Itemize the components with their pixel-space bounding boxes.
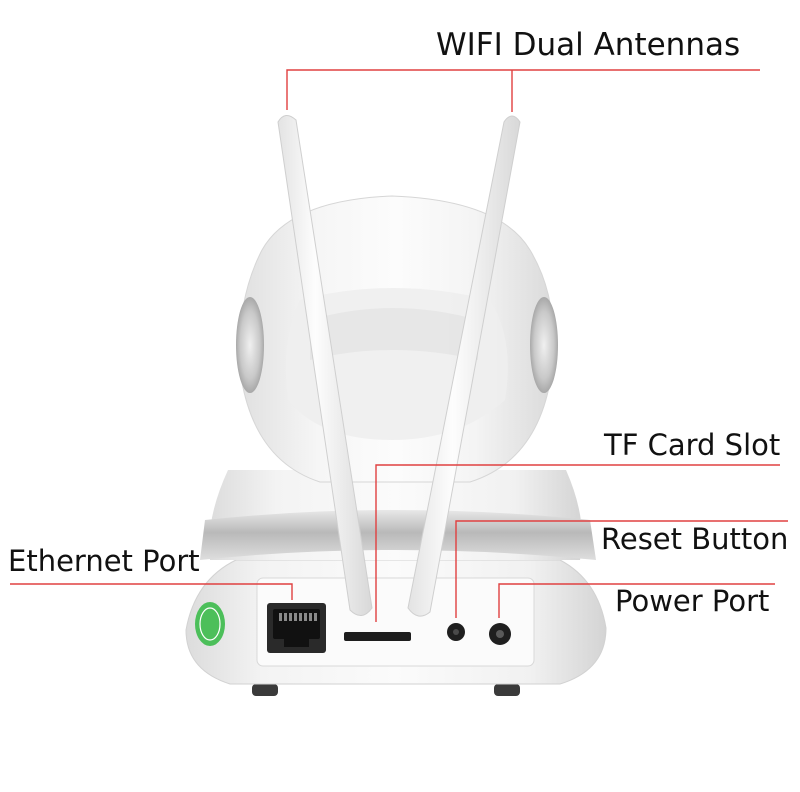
power-port-label: Power Port <box>615 584 770 618</box>
ethernet-port-label: Ethernet Port <box>8 544 200 578</box>
ce-badge-icon <box>195 602 225 646</box>
reset-button-label: Reset Button <box>601 522 789 556</box>
wifi-antennas <box>277 115 521 617</box>
tf-card-slot-icon <box>344 632 411 641</box>
reset-button-icon <box>447 623 465 641</box>
rear-panel <box>256 577 535 667</box>
leader-lines <box>10 69 788 622</box>
wifi-antennas-label: WIFI Dual Antennas <box>436 27 741 63</box>
tf-card-slot-label: TF Card Slot <box>604 428 781 462</box>
camera-feet <box>252 684 520 696</box>
ethernet-port-icon <box>267 603 326 653</box>
camera-head <box>239 195 555 483</box>
side-discs <box>236 297 558 393</box>
silver-band <box>200 510 596 560</box>
power-port-icon <box>489 623 511 645</box>
